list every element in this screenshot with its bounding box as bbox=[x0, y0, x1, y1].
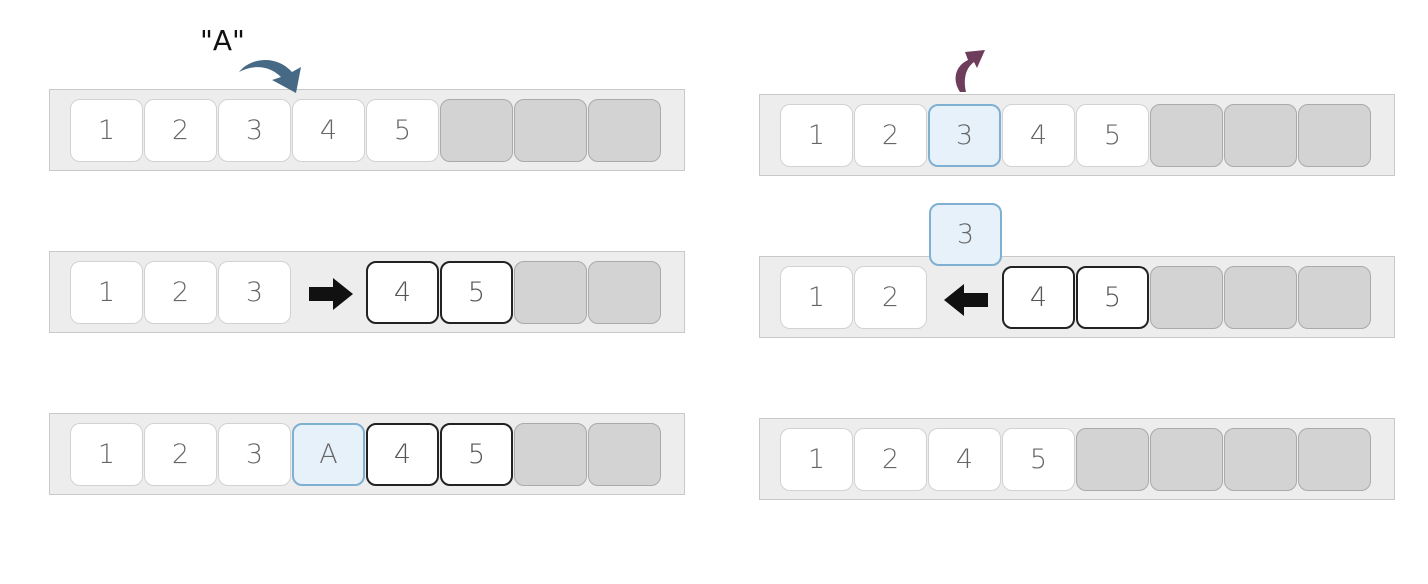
remove-step-3-cell-6 bbox=[1150, 428, 1223, 491]
remove-step-2-cell-5: 5 bbox=[1076, 266, 1149, 329]
arrow-left-icon bbox=[944, 284, 988, 316]
insert-step-3-cell-6: 5 bbox=[440, 423, 513, 486]
remove-step-2-cell-4: 4 bbox=[1002, 266, 1075, 329]
insert-step-3-cell-5: 4 bbox=[366, 423, 439, 486]
insert-step-2-cell-6: 5 bbox=[440, 261, 513, 324]
remove-step-3-cell-1: 1 bbox=[780, 428, 853, 491]
insert-step-1-cell-1: 1 bbox=[70, 99, 143, 162]
insert-step-1-cell-6 bbox=[440, 99, 513, 162]
arrow-right-icon bbox=[309, 278, 353, 310]
inserted-value-label: "A" bbox=[200, 24, 245, 57]
remove-step-2-cell-2: 2 bbox=[854, 266, 927, 329]
insert-step-1-cell-2: 2 bbox=[144, 99, 217, 162]
remove-step-2-cell-8 bbox=[1298, 266, 1371, 329]
insert-step-3-cell-4: A bbox=[292, 423, 365, 486]
insert-step-2-cell-7 bbox=[514, 261, 587, 324]
remove-step-2-cell-7 bbox=[1224, 266, 1297, 329]
remove-step-3-cell-8 bbox=[1298, 428, 1371, 491]
insert-step-1-cell-5: 5 bbox=[366, 99, 439, 162]
remove-step-1-cell-1: 1 bbox=[780, 104, 853, 167]
curved-arrow-up-icon bbox=[955, 50, 985, 92]
remove-step-1-cell-7 bbox=[1224, 104, 1297, 167]
remove-step-3-cell-4: 5 bbox=[1002, 428, 1075, 491]
insert-step-2-cell-2: 2 bbox=[144, 261, 217, 324]
insert-step-2-cell-3: 3 bbox=[218, 261, 291, 324]
remove-step-1-cell-2: 2 bbox=[854, 104, 927, 167]
insert-step-3-cell-7 bbox=[514, 423, 587, 486]
insert-step-3-cell-1: 1 bbox=[70, 423, 143, 486]
remove-step-3-cell-2: 2 bbox=[854, 428, 927, 491]
insert-step-3-cell-2: 2 bbox=[144, 423, 217, 486]
curved-arrow-down-icon bbox=[239, 59, 301, 93]
remove-step-1-cell-8 bbox=[1298, 104, 1371, 167]
insert-step-2-cell-1: 1 bbox=[70, 261, 143, 324]
insert-step-2-cell-8 bbox=[588, 261, 661, 324]
remove-step-1-cell-6 bbox=[1150, 104, 1223, 167]
insert-step-1-cell-3: 3 bbox=[218, 99, 291, 162]
remove-step-3-cell-7 bbox=[1224, 428, 1297, 491]
remove-step-2-cell-1: 1 bbox=[780, 266, 853, 329]
insert-step-3-cell-8 bbox=[588, 423, 661, 486]
insert-step-1-cell-7 bbox=[514, 99, 587, 162]
insert-step-1-cell-4: 4 bbox=[292, 99, 365, 162]
remove-step-3-cell-3: 4 bbox=[928, 428, 1001, 491]
insert-step-1-cell-8 bbox=[588, 99, 661, 162]
remove-step-2-cell-6 bbox=[1150, 266, 1223, 329]
remove-step-1-cell-4: 4 bbox=[1002, 104, 1075, 167]
insert-step-3-cell-3: 3 bbox=[218, 423, 291, 486]
remove-step-1-cell-5: 5 bbox=[1076, 104, 1149, 167]
insert-step-2-cell-5: 4 bbox=[366, 261, 439, 324]
remove-step-3-cell-5 bbox=[1076, 428, 1149, 491]
remove-step-1-cell-3: 3 bbox=[928, 104, 1001, 167]
removed-value-cell: 3 bbox=[929, 203, 1002, 266]
